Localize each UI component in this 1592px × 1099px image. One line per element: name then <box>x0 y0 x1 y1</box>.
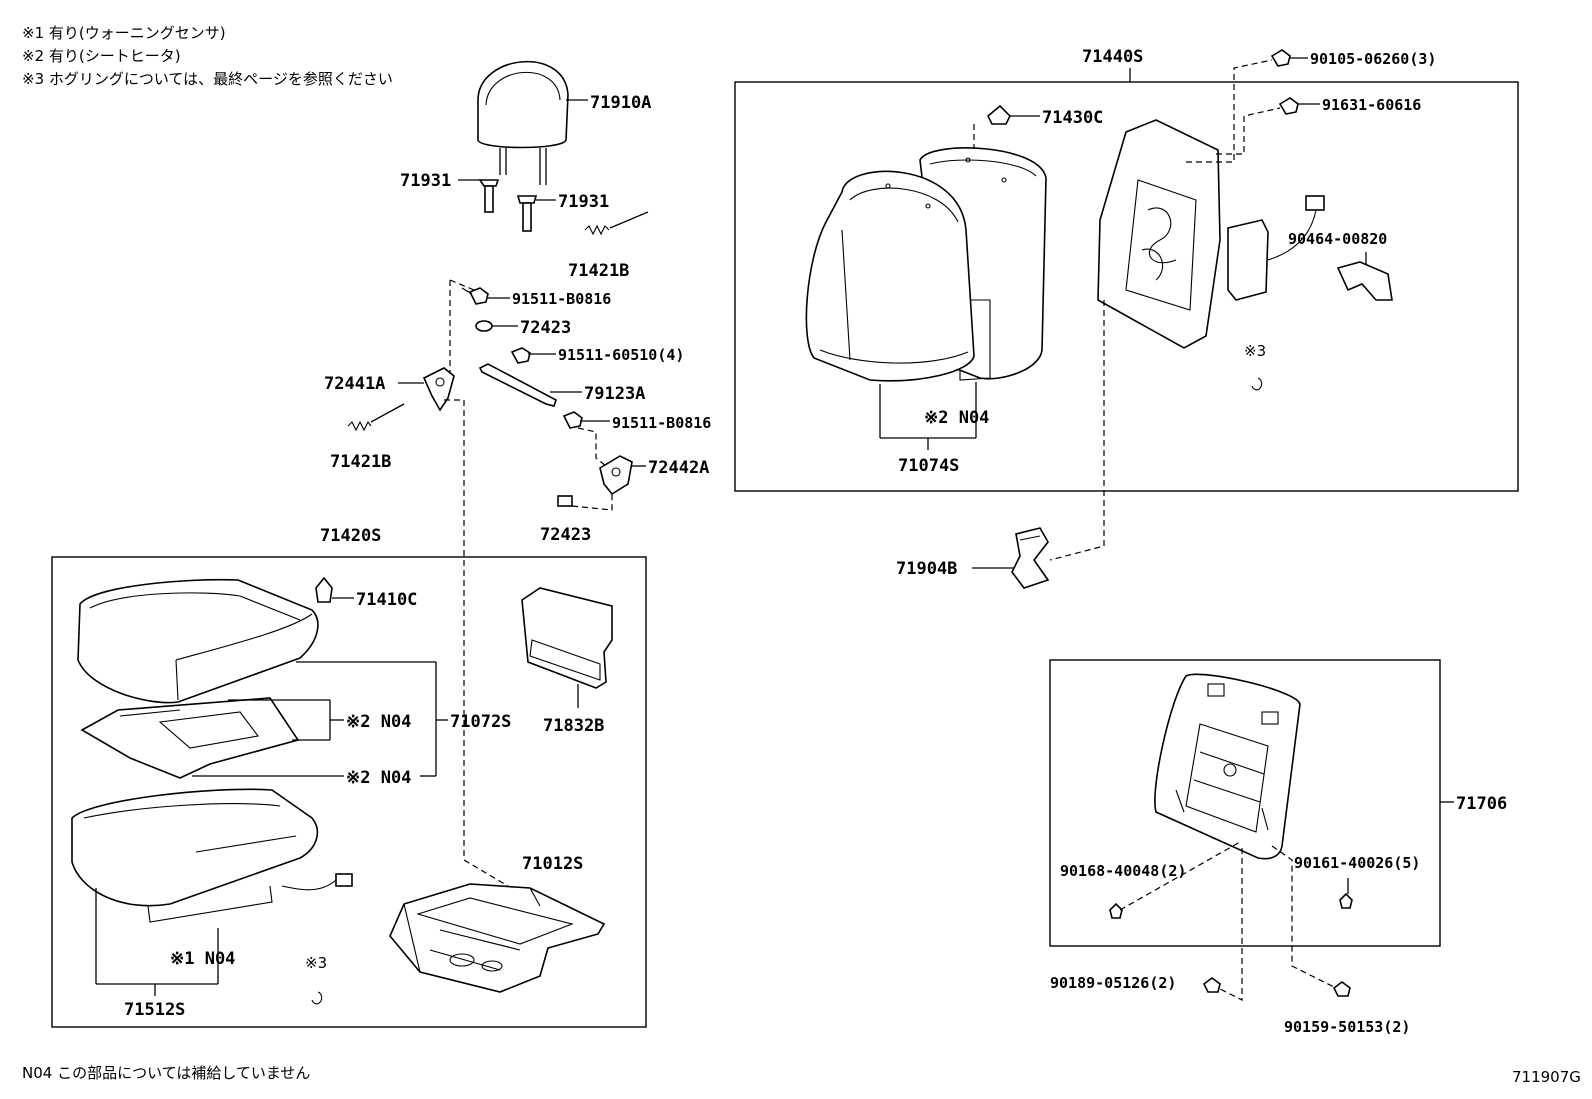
label-71904B: 71904B <box>896 559 957 579</box>
label-N04-heater-upper: ※2 N04 <box>346 712 411 732</box>
label-71910A: 71910A <box>590 93 651 113</box>
back-board-shape <box>1154 673 1301 860</box>
label-91511-60510: 91511-60510(4) <box>558 346 684 364</box>
note-seat-heater: ※2 有り(シートヒータ) <box>22 47 181 65</box>
cap-icon <box>557 495 573 507</box>
label-N04-seatback: ※2 N04 <box>924 408 989 428</box>
recliner-bracket-icon <box>599 455 633 496</box>
clip-icon <box>1332 981 1351 997</box>
bolt-icon <box>562 411 583 429</box>
label-71832B: 71832B <box>543 716 604 736</box>
label-71410C: 71410C <box>356 590 417 610</box>
label-N04-sensor: ※1 N04 <box>170 949 235 969</box>
label-71421B-upper: 71421B <box>568 261 629 281</box>
note-hog-ring: ※3 ホグリングについては、最終ページを参照ください <box>22 70 393 88</box>
label-71706: 71706 <box>1456 794 1507 814</box>
label-71072S: 71072S <box>450 712 511 732</box>
label-72423-lower: 72423 <box>540 525 591 545</box>
label-71440S: 71440S <box>1082 47 1143 67</box>
note-warning-sensor: ※1 有り(ウォーニングセンサ) <box>22 24 226 42</box>
clip-icon <box>1202 977 1221 993</box>
release-cable-icon <box>478 363 557 407</box>
lock-bracket-shape <box>1011 527 1050 589</box>
heater-mat-shape <box>80 697 300 779</box>
label-71420S: 71420S <box>320 526 381 546</box>
headrest-support-icon <box>478 179 538 232</box>
bolt-icon <box>510 347 531 364</box>
bolt-icon <box>1270 49 1299 115</box>
seatback-frame-shape <box>1097 119 1221 349</box>
seatback-assembly-box <box>734 81 1519 492</box>
label-90161-40026: 90161-40026(5) <box>1294 854 1420 872</box>
label-90464-00820: 90464-00820 <box>1288 230 1387 248</box>
label-71012S: 71012S <box>522 854 583 874</box>
label-90105-06260: 90105-06260(3) <box>1310 50 1436 68</box>
label-91631-60616: 91631-60616 <box>1322 96 1421 114</box>
label-71512S: 71512S <box>124 1000 185 1020</box>
spring-icon <box>347 403 405 432</box>
clip-icon <box>1109 902 1123 919</box>
seat-frame-shape <box>389 883 606 993</box>
label-71931-right: 71931 <box>558 192 609 212</box>
label-71931-left: 71931 <box>400 171 451 191</box>
label-ref3-seatback: ※3 <box>1244 342 1266 360</box>
label-71074S: 71074S <box>898 456 959 476</box>
label-72441A: 72441A <box>324 374 385 394</box>
note-not-supplied: N04 この部品については補給していません <box>22 1064 310 1082</box>
cushion-cover-shape <box>77 578 319 704</box>
back-board-box <box>1049 659 1441 947</box>
clip-icon <box>987 104 1011 125</box>
label-90168-40048: 90168-40048(2) <box>1060 862 1186 880</box>
label-72442A: 72442A <box>648 458 709 478</box>
label-72423-upper: 72423 <box>520 318 571 338</box>
clip-icon <box>315 576 333 603</box>
cap-icon <box>475 320 493 332</box>
headrest-shape <box>477 61 569 185</box>
label-90189-05126: 90189-05126(2) <box>1050 974 1176 992</box>
connector-icon <box>281 873 353 891</box>
cushion-pad-shape <box>71 788 319 923</box>
label-91511-B0816-lower: 91511-B0816 <box>612 414 711 432</box>
label-90159-50153: 90159-50153(2) <box>1284 1018 1410 1036</box>
cushion-assembly-box <box>51 556 647 1028</box>
label-ref3-cushion: ※3 <box>305 954 327 972</box>
cushion-panel-shape <box>521 587 613 689</box>
label-71430C: 71430C <box>1042 108 1103 128</box>
label-71421B-lower: 71421B <box>330 452 391 472</box>
bolt-icon <box>461 287 489 305</box>
wire-clamp-icon <box>1336 261 1393 301</box>
figure-id: 711907G <box>1512 1068 1581 1086</box>
label-91511-B0816-upper: 91511-B0816 <box>512 290 611 308</box>
spring-icon <box>584 211 649 236</box>
clip-icon <box>1339 892 1353 909</box>
side-pad-shape <box>1227 195 1325 301</box>
hog-ring-icon <box>311 991 323 1005</box>
label-N04-heater-lower: ※2 N04 <box>346 768 411 788</box>
seatback-cover-shape <box>805 170 975 382</box>
recliner-bracket-icon <box>422 367 455 412</box>
label-79123A: 79123A <box>584 384 645 404</box>
hog-ring-icon <box>1251 377 1263 391</box>
